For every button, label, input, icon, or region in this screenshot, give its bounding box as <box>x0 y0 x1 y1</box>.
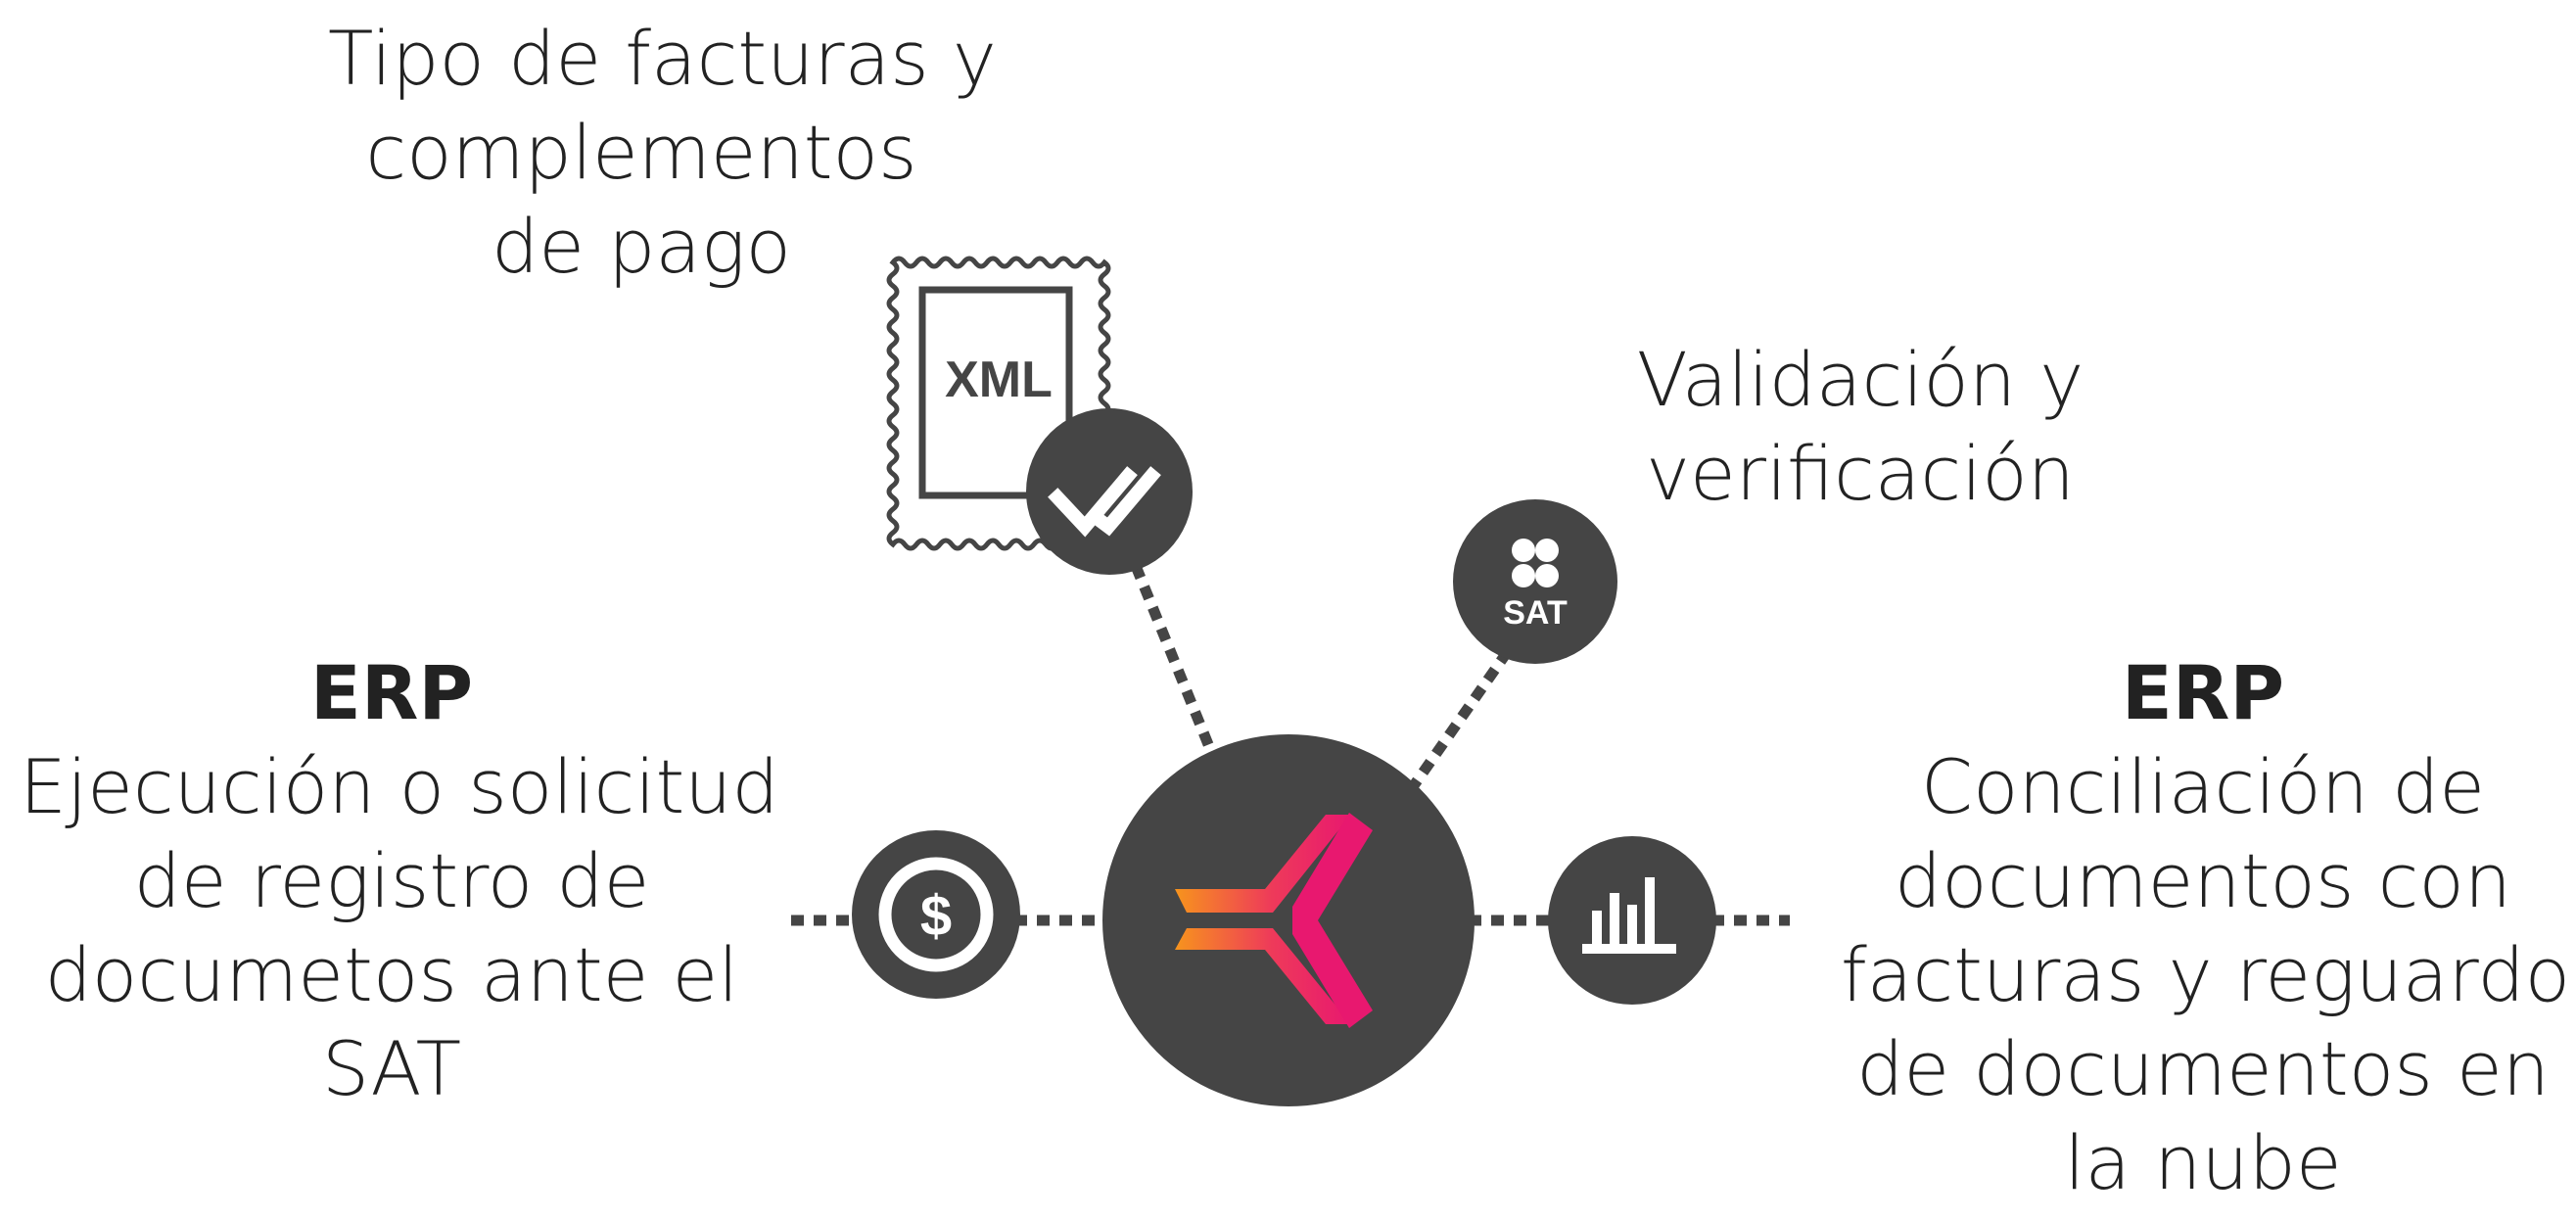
label-line: de documentos en <box>1856 1025 2550 1112</box>
dollar-coin-icon: $ <box>852 830 1020 999</box>
label-line: la nube <box>2064 1119 2342 1206</box>
connector-sat <box>1405 647 1513 795</box>
stamp-inner-frame <box>918 286 1073 499</box>
label-line: documetos ante el <box>44 931 739 1018</box>
logo-right-chevron <box>1292 813 1373 1028</box>
label-line: de pago <box>491 203 792 290</box>
label-line: documentos con <box>1894 837 2512 924</box>
bar-chart-icon <box>1548 836 1716 1005</box>
label-line: facturas y reguardo <box>1841 931 2571 1018</box>
label-line: complementos <box>365 109 917 196</box>
label-line: de registro de <box>133 837 650 924</box>
label-line: Validación y <box>1636 336 2084 423</box>
logo-lower-arm <box>1175 928 1351 1024</box>
sat-logo-icon: SAT <box>1453 499 1617 664</box>
label-line: Conciliación de <box>1920 743 2486 830</box>
stamp-document-icon: XML <box>886 256 1111 551</box>
brand-logo-icon <box>1102 734 1475 1106</box>
connector-check <box>1130 563 1220 762</box>
dollar-label: $ <box>920 884 952 948</box>
label-invoice-types: Tipo de facturas y complementos de pago <box>328 12 997 294</box>
label-erp-right: ERP Conciliación de documentos con factu… <box>1841 646 2571 1210</box>
logo-upper-arm <box>1175 815 1351 913</box>
xml-label: XML <box>945 352 1053 408</box>
label-line: verificación <box>1646 430 2075 517</box>
connectors <box>791 563 1790 926</box>
double-check-icon <box>1026 408 1193 575</box>
erp-left-title: ERP <box>309 649 474 736</box>
label-validation: Validación y verificación <box>1625 333 2095 521</box>
erp-right-title: ERP <box>2121 649 2285 736</box>
label-line: SAT <box>321 1025 462 1112</box>
sat-label: SAT <box>1503 594 1568 632</box>
label-line: Tipo de facturas y <box>328 15 997 102</box>
label-erp-left: ERP Ejecución o solicitud de registro de… <box>20 646 779 1116</box>
label-line: Ejecución o solicitud <box>20 743 779 830</box>
